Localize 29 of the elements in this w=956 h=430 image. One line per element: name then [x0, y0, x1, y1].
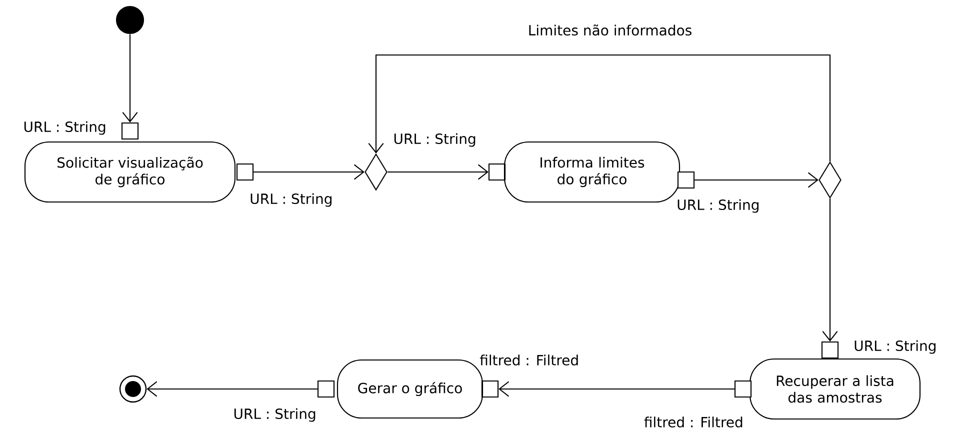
arrow: [388, 164, 488, 180]
arrow: [694, 172, 818, 188]
pin-label: URL : String: [394, 133, 476, 147]
pin-box: [734, 380, 752, 398]
pin-label: URL : String: [234, 408, 316, 422]
final-node: [119, 375, 147, 403]
arrow: [822, 198, 838, 342]
pin-box: [121, 122, 139, 140]
arrow: [498, 381, 734, 397]
arrow: [146, 381, 318, 397]
action-box: Recuperar a lista das amostras: [749, 358, 921, 420]
pin-label: URL : String: [250, 193, 332, 207]
pin-label: filtred : Filtred: [644, 416, 742, 428]
pin-box: [236, 163, 254, 181]
pin-label: URL : String: [854, 340, 936, 354]
arrow: [122, 34, 138, 122]
pin-box: [677, 171, 695, 189]
pin-box: [821, 341, 839, 359]
action-box: Gerar o gráfico: [336, 359, 484, 419]
arrow: [368, 54, 831, 162]
pin-box: [488, 163, 506, 181]
pin-box: [317, 380, 335, 398]
edge-label: Limites não informados: [526, 23, 694, 37]
pin-box: [481, 380, 499, 398]
arrow: [254, 164, 364, 180]
initial-node: [116, 6, 144, 34]
pin-label: URL : String: [24, 121, 106, 135]
action-box: Solicitar visualização de gráfico: [24, 141, 236, 203]
pin-label: URL : String: [678, 199, 758, 213]
